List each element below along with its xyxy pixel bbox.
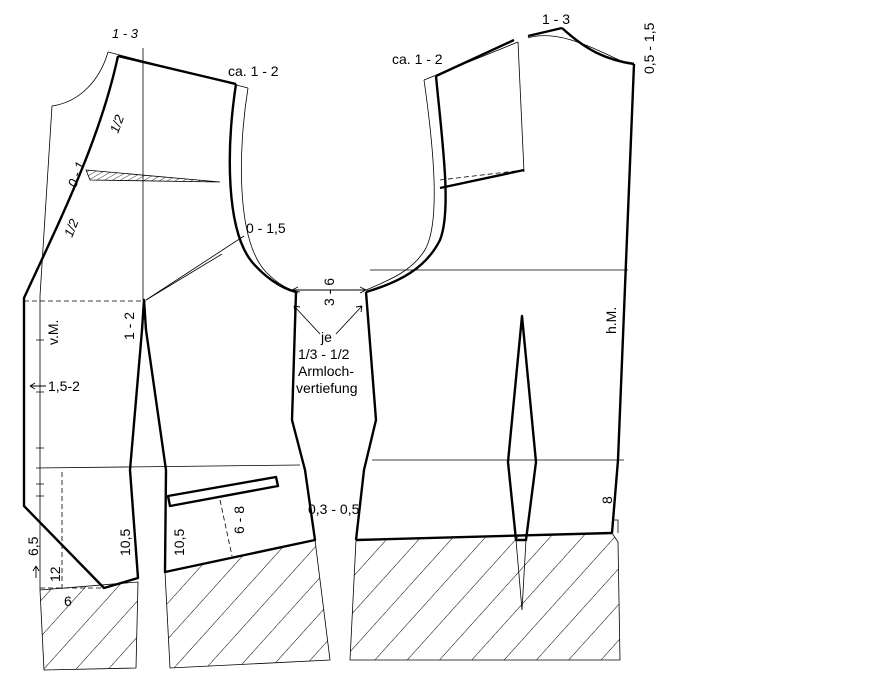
label-armhole-je: je — [320, 329, 332, 345]
back-shoulder-line — [435, 38, 515, 78]
front-armhole-line — [228, 83, 297, 294]
label-front-neck-half-lower: 1/2 — [61, 216, 82, 239]
armhole-depth-arrow-right — [335, 305, 363, 335]
back-hem-line — [355, 531, 613, 542]
back-dart — [506, 314, 538, 542]
armhole-depth-arrow-left — [293, 305, 321, 335]
label-back-hem: 8 — [599, 496, 615, 504]
armhole-width-arrow — [291, 286, 367, 294]
front-shoulder-line — [117, 54, 237, 86]
label-armhole-word2: vertiefung — [296, 380, 357, 396]
label-armhole-word1: Armloch- — [298, 363, 354, 379]
label-front-center: v.M. — [45, 320, 61, 345]
label-side-seam: 0,3 - 0,5 — [308, 501, 360, 517]
back-shoulder-end-vertical — [517, 41, 525, 173]
front-point-arrow — [32, 565, 40, 578]
front-piece — [22, 48, 331, 671]
front-left-hem-extension — [39, 581, 139, 671]
back-center-line — [610, 63, 636, 534]
front-dart-diagonal — [145, 235, 245, 301]
front-pocket-welt — [166, 475, 280, 508]
label-armhole-width: 3 - 6 — [321, 278, 337, 306]
back-side-seam — [354, 291, 378, 541]
front-side-seam — [144, 291, 317, 574]
label-back-neck: 0,5 - 1,5 — [641, 22, 657, 74]
label-front-point-height: 6,5 — [25, 536, 41, 556]
front-dart-diagonal-2 — [145, 253, 223, 301]
back-hem-extension — [349, 532, 621, 661]
label-front-edge-offset: 1,5-2 — [48, 378, 80, 394]
back-piece — [349, 26, 636, 661]
front-neck-dart — [85, 169, 221, 183]
label-front-armhole: 0 - 1,5 — [246, 220, 286, 236]
front-dart-left-leg — [140, 298, 148, 331]
front-offset-arrow — [29, 382, 46, 390]
label-front-shoulder-end: ca. 1 - 2 — [228, 63, 279, 79]
front-base-outline — [39, 51, 109, 590]
back-neck-line — [561, 27, 635, 66]
front-edge-ticks — [36, 339, 44, 497]
back-base-armhole — [365, 79, 435, 291]
back-dart-extension — [515, 539, 527, 611]
label-armhole-fraction: 1/3 - 1/2 — [298, 346, 350, 362]
back-shoulder-line-right — [527, 26, 563, 38]
back-hem-notch — [612, 519, 619, 533]
front-waist-line — [35, 464, 301, 469]
label-front-point-12: 12 — [47, 566, 63, 582]
front-pocket-dimension-line — [219, 499, 233, 557]
label-back-center: h.M. — [603, 307, 619, 334]
front-armhole-base — [240, 87, 301, 293]
label-front-hem-left: 10,5 — [117, 529, 133, 556]
back-armhole-lower — [439, 168, 525, 190]
label-front-hem-right: 10,5 — [171, 529, 187, 556]
label-front-neck-half-upper: 1/2 — [107, 112, 128, 135]
label-front-pocket: 6 - 8 — [231, 506, 247, 534]
armhole-dimension — [291, 286, 367, 335]
label-back-shoulder-tip: 1 - 3 — [542, 11, 570, 27]
label-front-neck-zero-one: 0 - 1 — [65, 159, 88, 189]
front-edge-outline — [22, 55, 144, 590]
back-armhole-line — [365, 75, 447, 294]
label-back-shoulder-end: ca. 1 - 2 — [392, 51, 443, 67]
front-right-hem-extension — [164, 539, 331, 669]
label-front-shoulder-tip: 1 - 3 — [112, 26, 139, 41]
label-front-point-6: 6 — [64, 593, 72, 609]
label-front-dart-offset: 1 - 2 — [121, 312, 137, 340]
back-shoulder-dash — [439, 169, 525, 181]
